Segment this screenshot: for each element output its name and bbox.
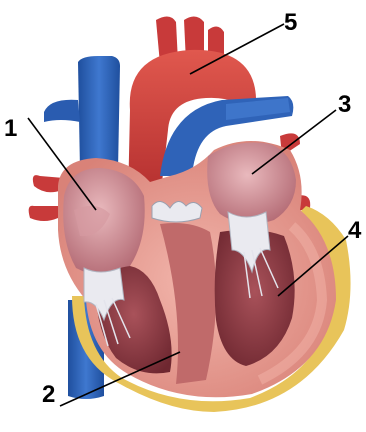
aortic-valve [152, 201, 202, 222]
label-2: 2 [42, 381, 55, 408]
left-atrium [207, 143, 296, 224]
right-atrium [63, 168, 145, 275]
label-4: 4 [348, 217, 362, 244]
superior-vena-cava [44, 56, 120, 170]
label-3: 3 [338, 91, 351, 118]
label-5: 5 [284, 9, 297, 36]
label-1: 1 [4, 115, 17, 142]
